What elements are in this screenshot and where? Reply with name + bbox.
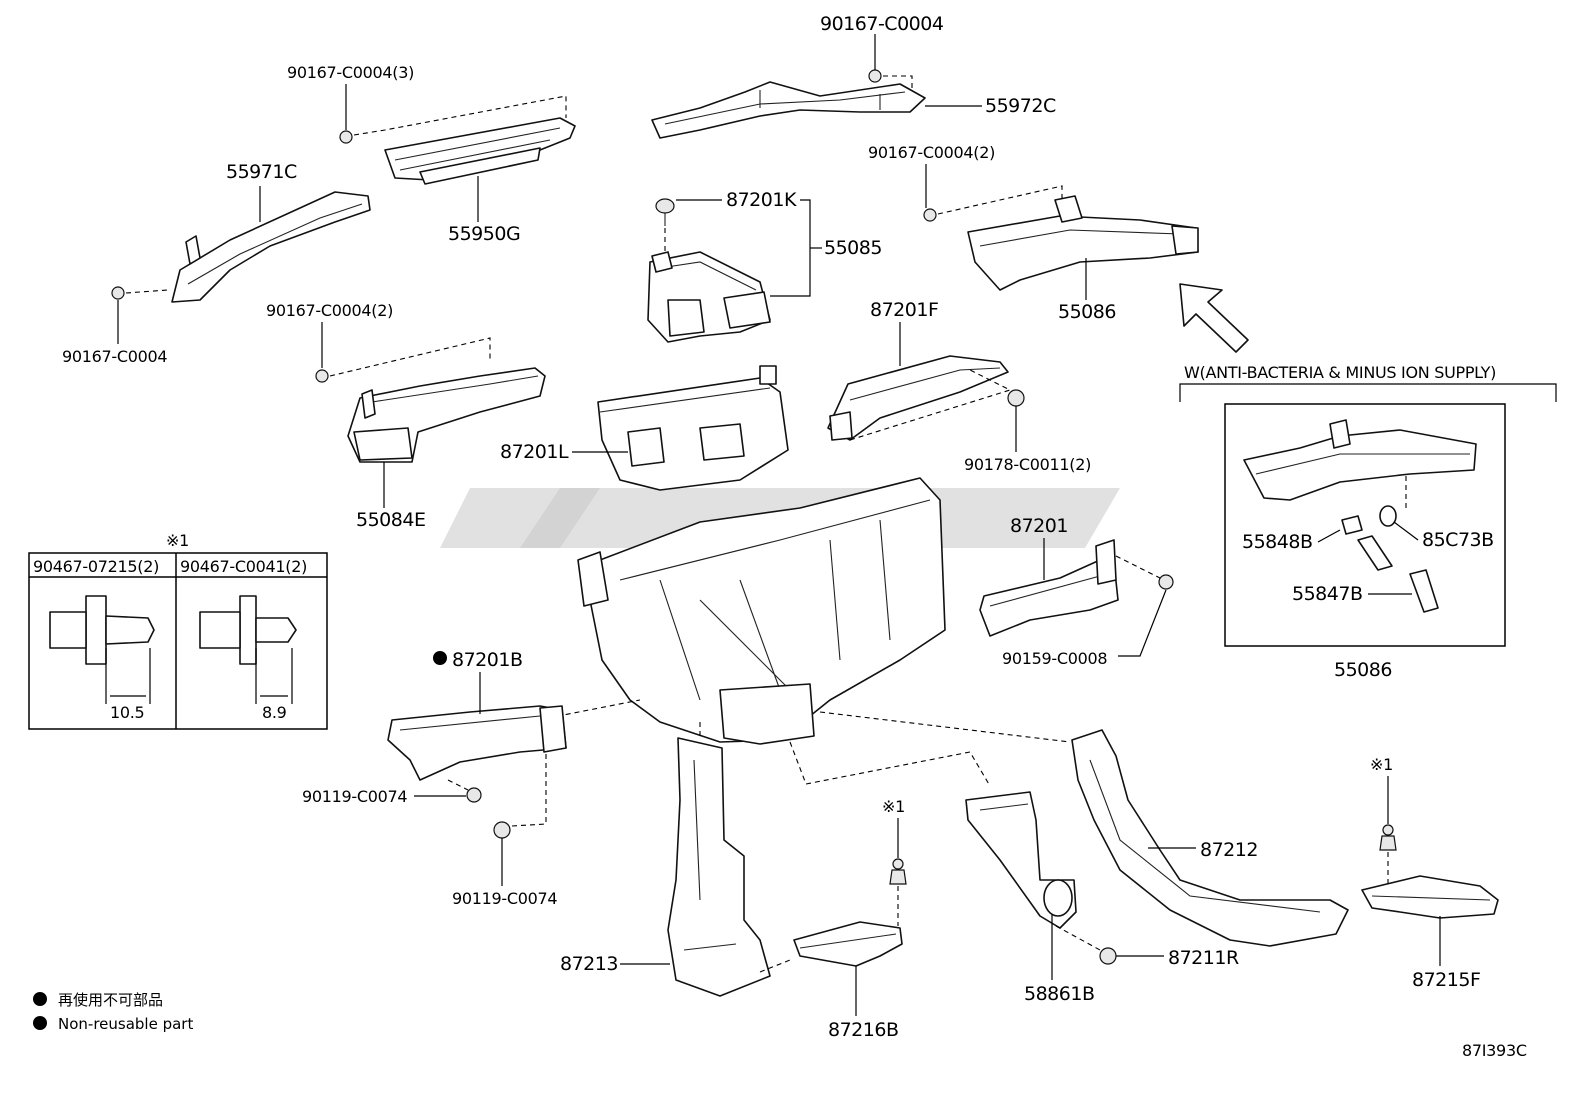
non-reusable-dot-87201b: [433, 651, 447, 665]
label-90167-c0004-top: 90167-C0004: [820, 13, 944, 35]
part-87213-duct[interactable]: [667, 737, 771, 997]
clip-table-col1-dim: 10.5: [110, 703, 144, 722]
label-90167-c0004-2-right: 90167-C0004(2): [868, 143, 995, 162]
clip-90167-2-right[interactable]: [923, 208, 937, 222]
label-87201b: 87201B: [452, 649, 522, 671]
option-box: W(ANTI-BACTERIA & MINUS ION SUPPLY) 5584…: [1179, 363, 1557, 681]
clip-table-col1-header: 90467-07215(2): [33, 557, 159, 576]
label-55085: 55085: [824, 237, 882, 259]
part-87212-duct[interactable]: [1071, 729, 1349, 947]
option-box-title: W(ANTI-BACTERIA & MINUS ION SUPPLY): [1184, 363, 1496, 382]
part-87201-duct[interactable]: [979, 539, 1119, 637]
label-55084e: 55084E: [356, 509, 425, 531]
legend-dot-1: [33, 992, 47, 1006]
part-55972c-duct[interactable]: [651, 81, 926, 139]
mark-star1-middle: ※1: [882, 797, 905, 816]
part-55847b[interactable]: [1409, 569, 1439, 613]
part-87201f-duct[interactable]: [827, 355, 1009, 441]
label-87201l: 87201L: [500, 441, 569, 463]
legend-item-en: Non-reusable part: [58, 1015, 193, 1033]
part-hvac-main-unit[interactable]: [577, 477, 946, 745]
label-87201f: 87201F: [870, 299, 938, 321]
clip-90467-07215-drawing: [49, 595, 155, 704]
clip-90119-b[interactable]: [493, 821, 511, 839]
part-87201l-unit[interactable]: [597, 365, 789, 491]
label-55086-box: 55086: [1334, 659, 1392, 681]
clip-90159[interactable]: [1158, 574, 1174, 590]
label-90167-c0004-2-left: 90167-C0004(2): [266, 301, 393, 320]
label-90178-c0011-2: 90178-C0011(2): [964, 455, 1091, 474]
part-55848b[interactable]: [1341, 515, 1393, 571]
clip-90167-left[interactable]: [111, 286, 125, 300]
label-90119-c0074-a: 90119-C0074: [302, 787, 407, 806]
part-55086-duct-top[interactable]: [967, 195, 1199, 291]
label-87212: 87212: [1200, 839, 1258, 861]
label-55950g: 55950G: [448, 223, 520, 245]
label-87201: 87201: [1010, 515, 1068, 537]
label-55847b: 55847B: [1292, 583, 1362, 605]
clip-90167-3[interactable]: [339, 130, 353, 144]
clip-90167-top[interactable]: [868, 69, 882, 83]
label-55971c: 55971C: [226, 161, 297, 183]
arrow-to-option: [1179, 283, 1249, 353]
label-90159-c0008: 90159-C0008: [1002, 649, 1107, 668]
label-87215f: 87215F: [1412, 969, 1480, 991]
label-90119-c0074-b: 90119-C0074: [452, 889, 557, 908]
part-55085-center-vent[interactable]: [647, 251, 771, 343]
label-87201k: 87201K: [726, 189, 797, 211]
part-55971c-duct[interactable]: [171, 191, 371, 303]
part-55084e-vent[interactable]: [347, 367, 546, 463]
label-87216b: 87216B: [828, 1019, 898, 1041]
label-58861b: 58861B: [1024, 983, 1094, 1005]
part-55086-option-duct[interactable]: [1243, 419, 1477, 501]
clip-87211r[interactable]: [1099, 947, 1117, 965]
clip-table-col2-dim: 8.9: [262, 703, 287, 722]
label-55972c: 55972C: [985, 95, 1056, 117]
label-90167-c0004-left: 90167-C0004: [62, 347, 167, 366]
clip-90167-2-left[interactable]: [315, 369, 329, 383]
part-58861b-duct[interactable]: [965, 791, 1077, 929]
label-55848b: 55848B: [1242, 531, 1312, 553]
legend-dot-2: [33, 1016, 47, 1030]
diagram-code: 87I393C: [1462, 1041, 1527, 1060]
part-87215f-duct[interactable]: [1361, 875, 1499, 919]
part-55950g-panel[interactable]: [384, 117, 576, 185]
label-55086-top: 55086: [1058, 301, 1116, 323]
part-87201b-duct[interactable]: [387, 705, 567, 781]
clip-table-col2-header: 90467-C0041(2): [180, 557, 307, 576]
clip-90467-c0041-drawing: [199, 595, 297, 704]
legend-item-jp: 再使用不可部品: [58, 991, 163, 1009]
label-87211r: 87211R: [1168, 947, 1239, 969]
part-85c73b[interactable]: [1379, 505, 1397, 527]
label-87213: 87213: [560, 953, 618, 975]
clip-star1-middle[interactable]: [889, 858, 907, 885]
label-85c73b: 85C73B: [1422, 529, 1494, 551]
mark-star1-table: ※1: [166, 531, 189, 550]
part-87216b-duct[interactable]: [793, 921, 903, 967]
mark-star1-right: ※1: [1370, 755, 1393, 774]
clip-table: ※1 90467-07215(2) 90467-C0041(2) 10.5 8.…: [28, 531, 328, 730]
label-90167-c0004-3: 90167-C0004(3): [287, 63, 414, 82]
clip-90178[interactable]: [1007, 389, 1025, 407]
clip-87201k[interactable]: [655, 198, 675, 226]
clip-star1-right[interactable]: [1379, 824, 1397, 851]
legend: 再使用不可部品 Non-reusable part: [33, 991, 193, 1033]
clip-90119-a[interactable]: [466, 787, 482, 803]
